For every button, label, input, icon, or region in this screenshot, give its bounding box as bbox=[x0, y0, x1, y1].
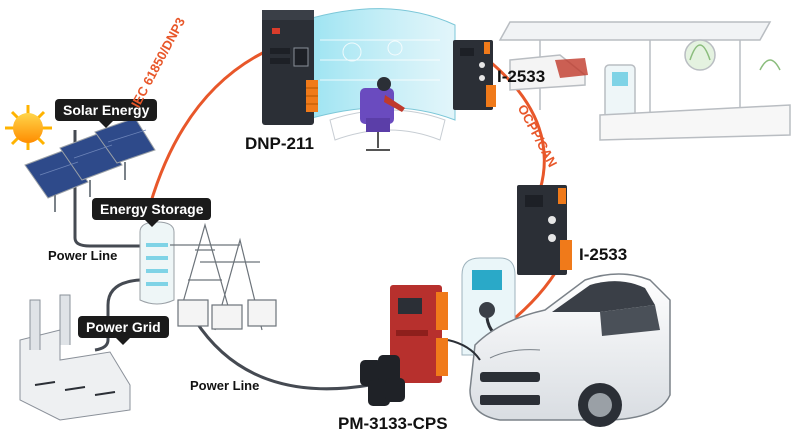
control-room-illustration bbox=[304, 8, 456, 151]
charging-station-scene bbox=[498, 21, 791, 141]
i-2533-right-label: I-2533 bbox=[579, 245, 628, 264]
power-grid-tag: Power Grid bbox=[78, 316, 169, 345]
solar-energy-tag: Solar Energy bbox=[55, 99, 158, 128]
power-grid-label: Power Grid bbox=[86, 319, 161, 335]
energy-storage-tag: Energy Storage bbox=[92, 198, 212, 227]
solar-energy-label: Solar Energy bbox=[63, 102, 150, 118]
i-2533-right-device bbox=[517, 185, 572, 275]
storage-power-line bbox=[73, 130, 140, 248]
dnp-211-label: DNP-211 bbox=[245, 134, 314, 153]
i-2533-top-device bbox=[453, 40, 496, 110]
pm-3133-cps-meter bbox=[390, 285, 481, 383]
pm-3133-cps-label: PM-3133-CPS bbox=[338, 414, 448, 433]
energy-storage-label: Energy Storage bbox=[100, 201, 204, 217]
power-line-bottom-label: Power Line bbox=[190, 378, 260, 393]
power-grid-factory bbox=[19, 294, 131, 421]
i-2533-top-label: I-2533 bbox=[497, 67, 546, 86]
substation-tower bbox=[170, 222, 277, 331]
grid-to-meter-line bbox=[193, 319, 371, 391]
current-transformers bbox=[360, 355, 405, 406]
energy-storage-unit bbox=[139, 221, 175, 305]
sun-icon bbox=[5, 105, 52, 150]
electric-car bbox=[469, 273, 671, 427]
power-line-top-label: Power Line bbox=[48, 248, 118, 263]
ocpp-link-arc bbox=[487, 58, 546, 191]
solar-panels bbox=[24, 117, 156, 212]
dnp-211-device bbox=[262, 10, 318, 125]
